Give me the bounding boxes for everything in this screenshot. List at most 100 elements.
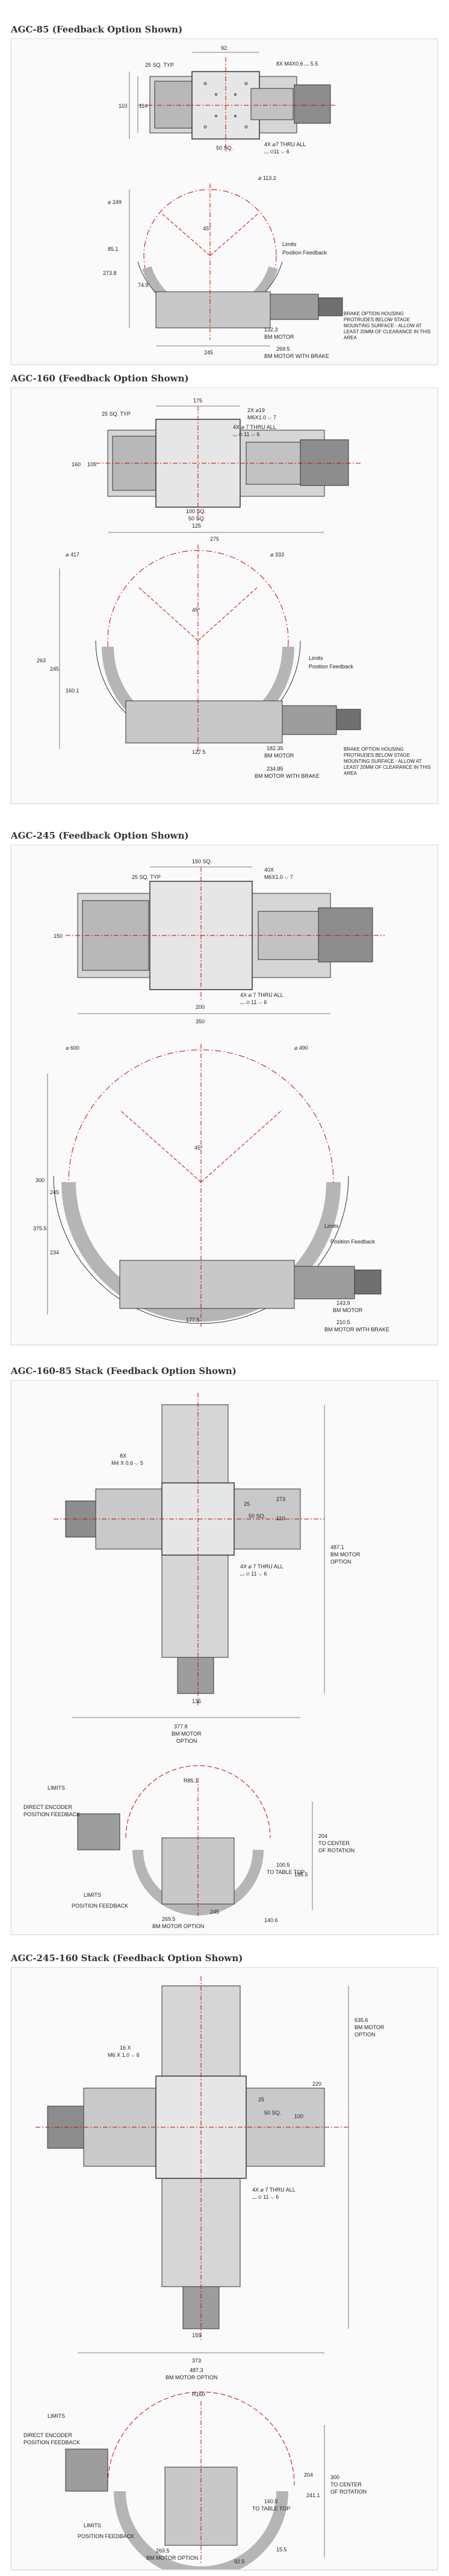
- dim-label: 50 SQ.: [249, 1513, 265, 1519]
- dim-label: 200: [196, 1004, 205, 1010]
- dim-label: ⌴ ⌀11 ⌵ 6: [264, 149, 290, 155]
- dim-label: 25 SQ. TYP: [102, 411, 131, 417]
- dim-label: 4X ⌀ 7 THRU ALL: [240, 992, 283, 998]
- drawing-panel: 8X M4 X 0.6 ⌵ 5 25 50 SQ. 273 110 4X ⌀ 7…: [11, 1380, 438, 1935]
- dim-label: 245: [210, 1909, 219, 1915]
- dim-label: OF ROTATION: [330, 2489, 367, 2495]
- section-title: AGC-160-85 Stack (Feedback Option Shown): [11, 1366, 237, 1376]
- callout-label: POSITION FEEDBACK: [23, 1811, 80, 1817]
- dim-label: 160.1: [66, 688, 79, 694]
- dim-label: 114: [139, 103, 147, 109]
- dim-label: 160: [72, 461, 81, 467]
- dim-label: BM MOTOR: [330, 1551, 361, 1558]
- dim-label: 234.85: [267, 766, 283, 772]
- section-title: AGC-160 (Feedback Option Shown): [11, 373, 189, 384]
- dim-label: 204: [304, 2472, 313, 2478]
- dim-label: 204: [318, 1833, 327, 1839]
- side-view: [65, 2391, 295, 2569]
- dim-label: BM MOTOR: [355, 2024, 385, 2030]
- front-view: [137, 183, 343, 340]
- angle-label: 45°: [194, 1145, 203, 1151]
- dim-label: OPTION: [176, 1738, 197, 1744]
- dim-label: 160.5: [264, 2498, 278, 2504]
- callout-label: DIRECT ENCODER: [23, 1804, 72, 1810]
- angle-label: 45°: [192, 607, 200, 613]
- dim-label: BM MOTOR: [264, 334, 294, 340]
- dim-label: 40X: [264, 867, 274, 873]
- dim-label: 105: [87, 461, 96, 467]
- callout-label: Position Feedback: [309, 664, 354, 670]
- technical-drawing-agc-85: 92 25 SQ. TYP 8X M4X0.6 ⌴ 5.5 110 114 50…: [103, 45, 431, 359]
- dim-label: OPTION: [355, 2032, 376, 2038]
- dim-label: 177.5: [186, 1317, 200, 1323]
- side-view: [77, 1765, 271, 1916]
- dim-label: 210.5: [336, 1319, 350, 1325]
- dim-label: 92: [221, 45, 227, 51]
- dim-label: ⌀ 333: [270, 552, 284, 558]
- dim-label: M4 X 0.6 ⌵ 5: [111, 1460, 143, 1466]
- callout-label: POSITION FEEDBACK: [23, 2439, 80, 2445]
- dim-label: 269.5: [156, 2548, 170, 2554]
- dim-label: 234: [50, 1249, 59, 1256]
- dim-label: BM MOTOR OPTION: [166, 2374, 217, 2380]
- dim-label: 16 X: [120, 2045, 131, 2051]
- dim-label: 4X ⌀ 7 THRU ALL: [233, 424, 276, 430]
- dim-label: 150: [54, 933, 63, 939]
- dim-label: 25 SQ. TYP: [132, 874, 161, 880]
- callout-label: Position Feedback: [282, 250, 327, 256]
- dim-label: 100 SQ.: [186, 508, 206, 514]
- dim-label: ⌴ ⌀ 11 ⌵ 6: [240, 1571, 267, 1577]
- dim-label: 487.1: [330, 1544, 344, 1550]
- dim-label: ⌀ 113.2: [258, 175, 276, 181]
- technical-drawing-agc-245: 150 SQ. 25 SQ. TYP 40X M6X1.0 ⌵ 7 150 4X…: [33, 858, 389, 1333]
- dim-label: 25: [258, 2097, 264, 2103]
- dim-label: 85.1: [108, 246, 119, 252]
- dim-label: BM MOTOR: [264, 753, 294, 759]
- dim-label: 92.5: [234, 2559, 245, 2565]
- drawing-panel: 92 25 SQ. TYP 8X M4X0.6 ⌴ 5.5 110 114 50…: [11, 39, 438, 365]
- dim-label: 300: [330, 2474, 339, 2480]
- dim-label: 245: [50, 1189, 59, 1195]
- dim-label: BM MOTOR: [172, 1731, 202, 1737]
- callout-label: Limits: [309, 655, 323, 661]
- dim-label: ⌀ 249: [108, 199, 122, 205]
- dim-label: M6X1.0 ⌵ 7: [247, 414, 276, 421]
- dim-label: ⌴ ⌀ 11 ⌵ 6: [240, 999, 267, 1005]
- dim-label: 143.9: [336, 1300, 350, 1306]
- dim-label: BM MOTOR OPTION: [146, 2555, 198, 2561]
- callout-label: POSITION FEEDBACK: [72, 1903, 128, 1909]
- dimension-lines: [47, 866, 330, 1314]
- dim-label: 50 SQ.: [188, 516, 205, 522]
- dim-label: 269.5: [162, 1916, 176, 1922]
- callout-label: LIMITS: [48, 1785, 65, 1791]
- brake-note: BRAKE OPTION HOUSING PROTRUDES BELOW STA…: [344, 747, 431, 776]
- dim-label: TO CENTER: [330, 2482, 362, 2488]
- dimension-lines: [78, 1986, 349, 2557]
- dim-label: 8X: [120, 1453, 126, 1459]
- dim-label: 155: [192, 2332, 201, 2338]
- brake-note: BRAKE OPTION HOUSING PROTRUDES BELOW STA…: [344, 311, 431, 340]
- technical-drawing-agc-160: 175 25 SQ. TYP 2X ⌀19 M6X1.0 ⌵ 7 4X ⌀ 7 …: [37, 398, 431, 779]
- dim-label: R85.1: [184, 1778, 198, 1784]
- dim-label: 74.9: [138, 282, 149, 288]
- dim-label: 487.3: [190, 2367, 203, 2373]
- callout-label: DIRECT ENCODER: [23, 2432, 72, 2438]
- callout-label: Limits: [282, 241, 297, 247]
- dim-label: 127.5: [192, 749, 206, 755]
- callout-label: POSITION FEEDBACK: [78, 2533, 134, 2539]
- dim-label: 275: [210, 536, 219, 542]
- dim-label: ⌴ ⌀ 11 ⌵ 6: [252, 2194, 279, 2200]
- drawing-panel: 175 25 SQ. TYP 2X ⌀19 M6X1.0 ⌵ 7 4X ⌀ 7 …: [11, 387, 438, 804]
- dim-label: 220: [312, 2081, 321, 2087]
- dim-label: M6 X 1.0 ⌵ 6: [108, 2052, 140, 2058]
- dim-label: BM MOTOR WITH BRAKE: [255, 773, 320, 779]
- dim-label: 377.8: [174, 1724, 188, 1730]
- dim-label: ⌀ 417: [66, 552, 79, 558]
- dim-label: 150 SQ.: [192, 858, 212, 864]
- dim-label: 273.8: [103, 270, 117, 276]
- callout-label: Limits: [324, 1223, 339, 1229]
- dim-label: 245: [50, 666, 59, 672]
- dim-label: 110: [276, 1515, 285, 1521]
- dim-label: 50 SQ.: [216, 145, 233, 151]
- dim-label: 4X ⌀ 7 THRU ALL: [240, 1564, 283, 1570]
